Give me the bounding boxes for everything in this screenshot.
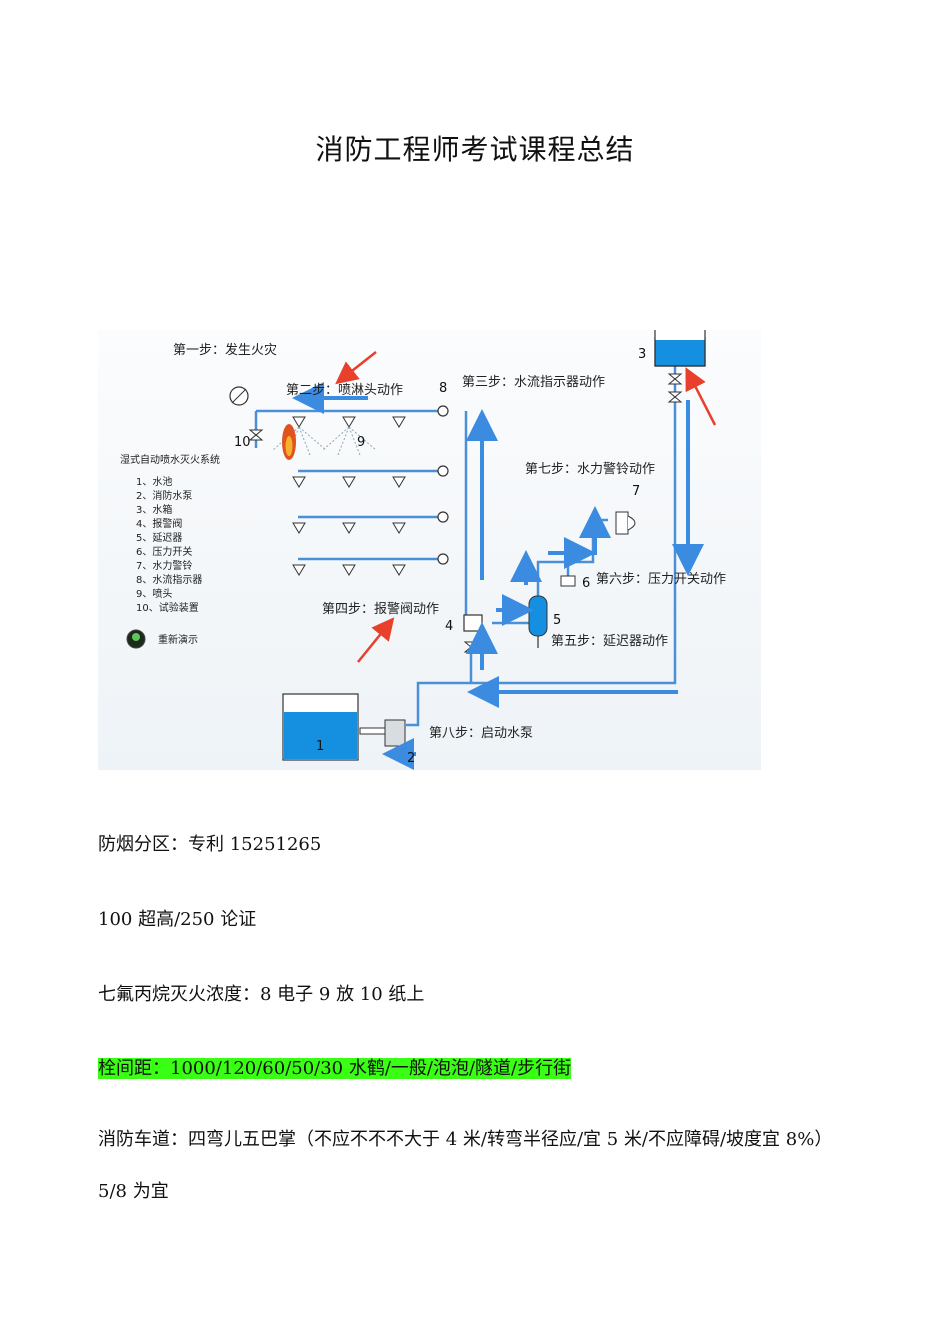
num-10: 10 (234, 435, 251, 450)
water-tank (654, 337, 706, 367)
legend-item: 1、水池 (136, 475, 172, 488)
sprinkler-system-diagram: 第一步：发生火灾 第二步：喷淋头动作 第三步：水流指示器动作 第四步：报警阀动作… (98, 330, 761, 770)
replay-label: 重新演示 (158, 633, 198, 646)
paragraph-fire-lane: 消防车道：四弯儿五巴掌（不应不不不大于 4 米/转弯半径应/宜 5 米/不应障碍… (98, 1129, 833, 1202)
alarm-valve (463, 614, 483, 632)
replay-button[interactable]: 重新演示 (126, 629, 198, 649)
legend-item: 7、水力警铃 (136, 559, 192, 572)
legend-item: 2、消防水泵 (136, 489, 192, 502)
test-valve (248, 429, 264, 441)
pointer-arrows (335, 351, 717, 663)
num-5: 5 (553, 613, 561, 628)
step-3-label: 第三步：水流指示器动作 (462, 375, 605, 390)
num-2: 2 (407, 751, 415, 766)
step-8-label: 第八步：启动水泵 (429, 726, 533, 741)
paragraph-height: 100 超高/250 论证 (98, 909, 257, 930)
legend-item: 6、压力开关 (136, 545, 192, 558)
step-5-label: 第五步：延迟器动作 (551, 634, 668, 649)
num-4: 4 (445, 619, 453, 634)
pressure-switch (560, 575, 576, 587)
water-gong (615, 511, 629, 535)
legend-item: 4、报警阀 (136, 517, 182, 530)
fire-pump (384, 719, 406, 747)
step-1-label: 第一步：发生火灾 (173, 342, 277, 358)
pipes (254, 360, 677, 727)
step-4-label: 第四步：报警阀动作 (322, 601, 439, 617)
num-6: 6 (582, 576, 590, 591)
sprinkler-heads (292, 416, 406, 576)
num-7: 7 (632, 484, 640, 499)
num-9: 9 (357, 435, 365, 450)
flow-arrows (292, 382, 704, 770)
legend-item: 8、水流指示器 (136, 573, 202, 586)
delay-device (528, 595, 548, 637)
legend-item: 10、试验装置 (136, 601, 199, 614)
legend-item: 3、水箱 (136, 503, 172, 516)
step-2-label: 第二步：喷淋头动作 (286, 383, 403, 398)
step-6-label: 第六步：压力开关动作 (596, 572, 726, 587)
paragraph-heptafluoropropane: 七氟丙烷灭火浓度：8 电子 9 放 10 纸上 (98, 984, 425, 1005)
document-title: 消防工程师考试课程总结 (315, 133, 635, 166)
legend-item: 5、延迟器 (136, 531, 182, 544)
num-8: 8 (439, 381, 447, 396)
highlighted-hydrant-spacing: 栓间距：1000/120/60/50/30 水鹤/一般/泡泡/隧道/步行街 (98, 1058, 572, 1079)
flow-indicator (437, 405, 449, 417)
num-3: 3 (638, 347, 646, 362)
diagram-svg: 第一步：发生火灾 第二步：喷淋头动作 第三步：水流指示器动作 第四步：报警阀动作… (120, 330, 726, 770)
legend-title: 湿式自动喷水灭火系统 (120, 453, 220, 466)
num-1: 1 (316, 739, 324, 754)
legend-item: 9、喷头 (136, 588, 172, 600)
paragraph-smoke-zone: 防烟分区：专利 15251265 (98, 834, 322, 855)
step-7-label: 第七步：水力警铃动作 (525, 461, 655, 477)
